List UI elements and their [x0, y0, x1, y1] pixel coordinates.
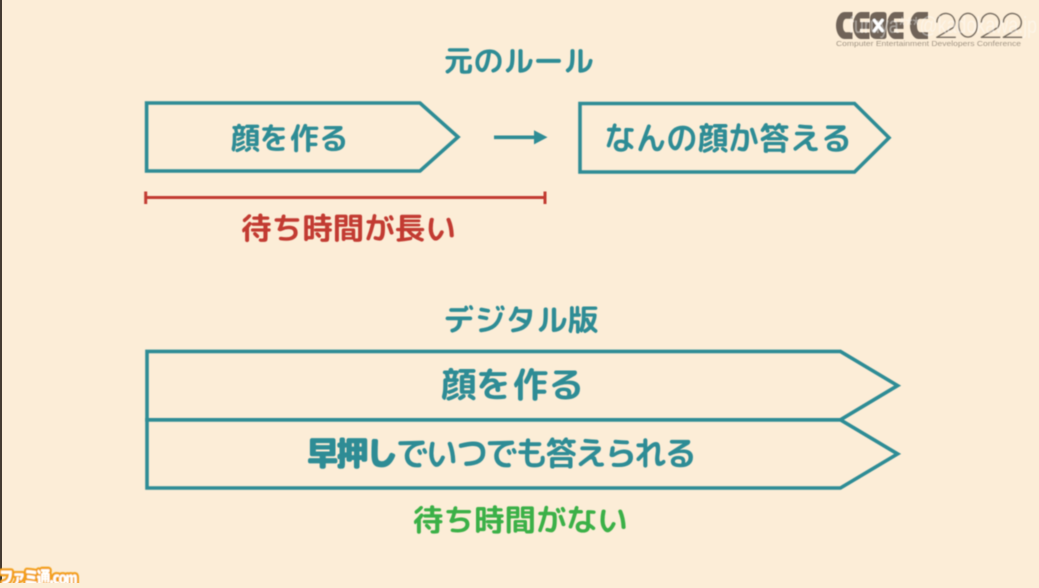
svg-text:Computer Entertainment Develop: Computer Entertainment Developers Confer… — [836, 39, 1021, 48]
svg-text:furuya***@kadokawa.jp: furuya***@kadokawa.jp — [849, 12, 1037, 38]
